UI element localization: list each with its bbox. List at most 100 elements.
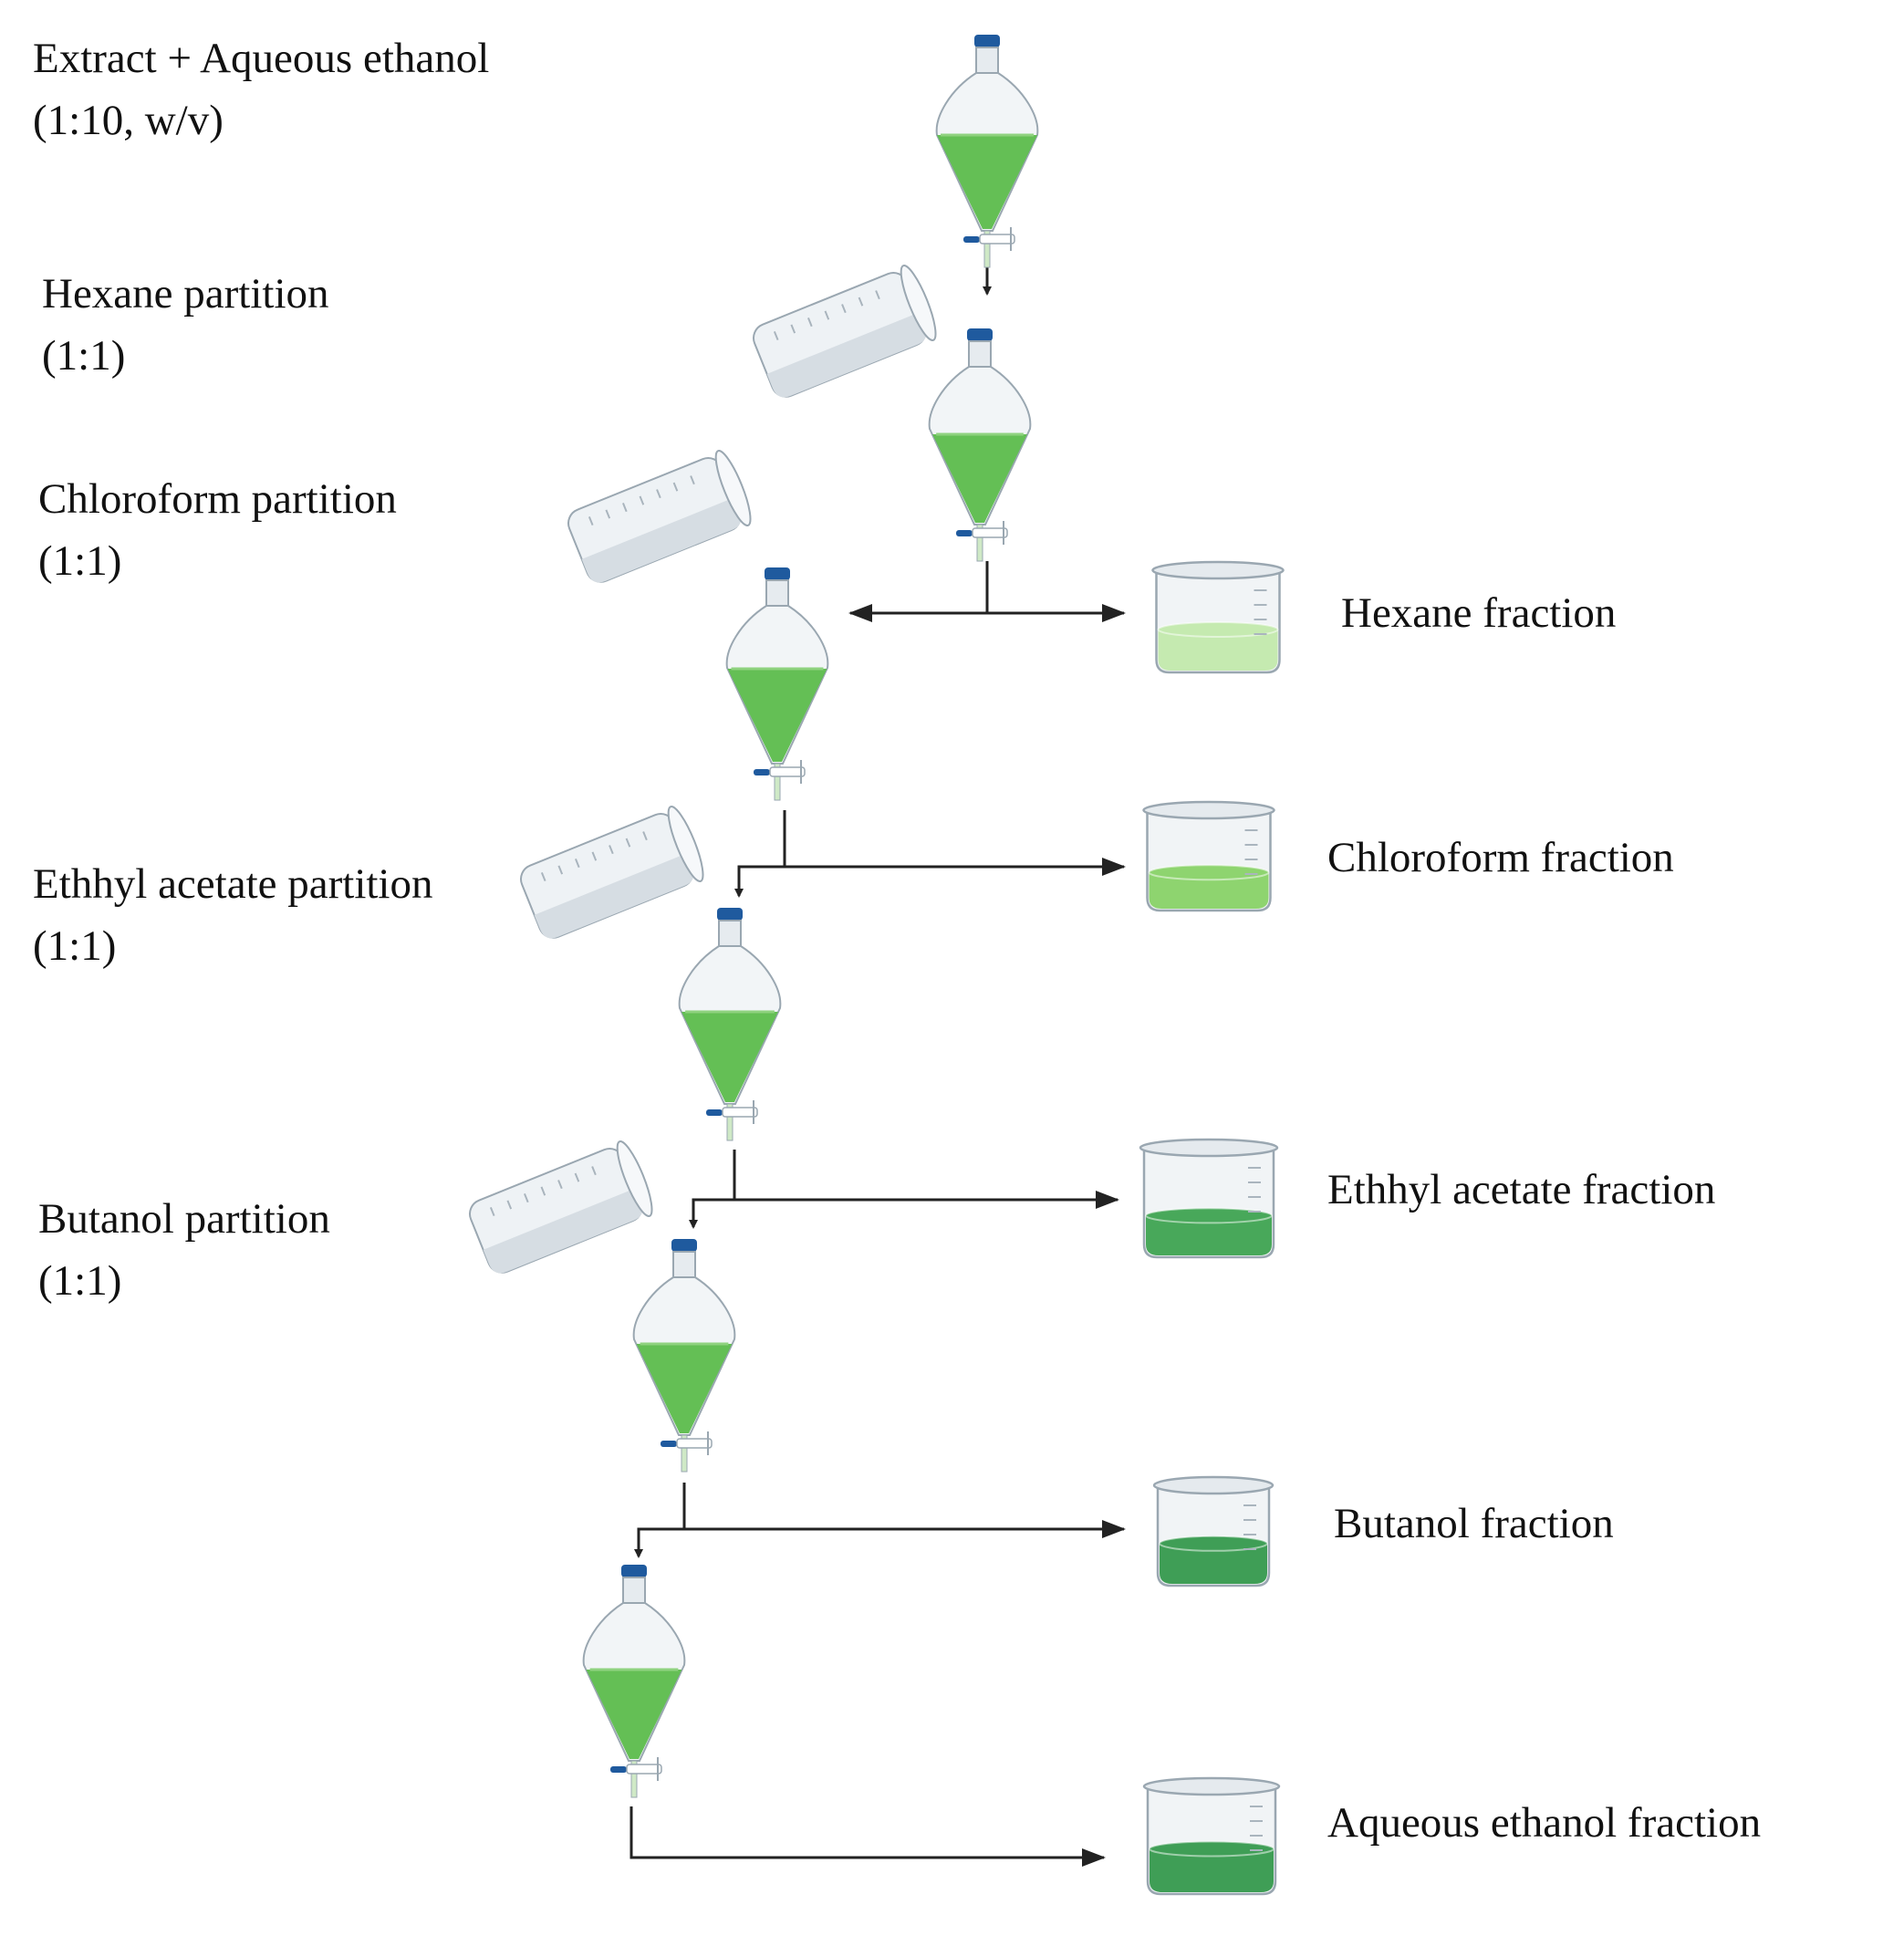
separatory-funnel (725, 567, 829, 801)
step-label-line2: (1:1) (42, 332, 126, 380)
stopcock (676, 1438, 713, 1449)
cylinder-tick (588, 516, 594, 526)
separatory-funnels (582, 35, 1039, 1798)
cylinder-mouth (616, 1140, 653, 1218)
step-label-line1: Extract + Aqueous ethanol (33, 35, 490, 82)
liquid-surface (1148, 864, 1270, 881)
cylinder-tick (625, 838, 631, 848)
stopcock-handle (956, 530, 973, 536)
funnel-liquid (586, 1670, 682, 1759)
beaker-rim (1139, 1138, 1279, 1158)
beaker (1142, 1776, 1281, 1896)
cylinder-tick (605, 509, 611, 519)
stopcock-handle (610, 1766, 627, 1773)
funnel-neck (765, 579, 789, 607)
cylinder-tick (557, 865, 564, 875)
step-label-line1: Chloroform partition (38, 475, 397, 523)
beaker (1142, 800, 1275, 912)
step-label-line1: Butanol partition (38, 1195, 330, 1243)
separatory-funnel (935, 35, 1039, 268)
beaker-rim (1152, 1475, 1275, 1495)
cylinder-tick (489, 1207, 495, 1217)
step-label-extract: Extract + Aqueous ethanol (1:10, w/v) (33, 27, 489, 151)
beaker-rim (1142, 1776, 1281, 1796)
cylinder-liquid (766, 312, 927, 398)
cylinder-tick (642, 831, 648, 841)
cylinder-tick (656, 489, 661, 499)
liquid-surface (1157, 620, 1279, 638)
funnel-liquid (636, 1344, 733, 1433)
cylinder-tick (524, 1193, 529, 1203)
liquid-surface (1159, 1535, 1268, 1552)
cylinder-liquid (483, 1188, 643, 1274)
separatory-funnel (928, 328, 1032, 562)
funnel-stopper (967, 328, 993, 341)
funnel-neck (672, 1251, 696, 1278)
fraction-label-chloroform: Chloroform fraction (1327, 834, 1674, 881)
funnel-liquid (727, 669, 827, 762)
cylinder-tick (557, 1180, 563, 1190)
stopcock-handle (754, 769, 770, 775)
cylinder-tick (790, 324, 796, 334)
arrow-to-final-funnel (634, 1527, 684, 1558)
cylinder-tick (875, 290, 880, 300)
step-label-chloroform: Chloroform partition (1:1) (38, 468, 397, 592)
funnel-stem (726, 1103, 734, 1141)
beaker-liquid (1150, 1848, 1274, 1892)
cylinder-mouth (667, 806, 704, 883)
step-label-line1: Hexane partition (42, 270, 329, 317)
flow-lines (629, 255, 1126, 1867)
graduated-cylinder (753, 265, 937, 398)
cylinder-tick (807, 317, 813, 328)
cylinder-tick (609, 845, 614, 855)
stopcock (722, 1107, 758, 1118)
cylinder-tick (574, 1172, 580, 1182)
beaker-liquid (1149, 872, 1269, 909)
funnel-liquid (932, 434, 1027, 523)
step-label-line2: (1:1) (33, 922, 117, 970)
fraction-label-butanol: Butanol fraction (1334, 1500, 1614, 1547)
funnel-stem (976, 524, 983, 562)
fraction-label-hexane: Hexane fraction (1341, 589, 1617, 637)
stopcock-handle (963, 236, 980, 243)
beaker-liquid (1160, 1543, 1267, 1584)
funnel-stem (774, 763, 781, 801)
funnel-neck (622, 1577, 646, 1604)
separatory-funnel (582, 1565, 686, 1798)
beaker-rim (1142, 800, 1275, 820)
beaker-liquid (1158, 629, 1278, 671)
stopcock (979, 234, 1015, 245)
step-label-line2: (1:1) (38, 537, 122, 585)
liquid-surface (1149, 1840, 1275, 1858)
cylinder-tick (506, 1200, 513, 1210)
cylinder-liquid (581, 497, 742, 583)
cylinder-tick (672, 482, 679, 492)
funnel-neck (718, 920, 742, 947)
stopcock (626, 1764, 662, 1775)
cylinder-liquid (534, 853, 694, 939)
funnel-stopper (671, 1239, 697, 1252)
funnel-stopper (717, 908, 743, 921)
cylinder-tick (540, 1186, 546, 1196)
stopcock (769, 766, 806, 777)
cylinder-tick (690, 475, 695, 485)
arrow-to-ethyl-step (734, 865, 785, 898)
step-label-line2: (1:10, w/v) (33, 97, 224, 144)
step-label-line2: (1:1) (38, 1257, 122, 1305)
fraction-beakers (1139, 560, 1285, 1896)
beaker (1152, 1475, 1275, 1587)
beaker-rim (1151, 560, 1285, 580)
beaker (1139, 1138, 1279, 1259)
cylinder-tick (773, 331, 779, 341)
step-label-ethyl-acetate: Ethhyl acetate partition (1:1) (33, 853, 433, 977)
beaker-liquid (1146, 1215, 1272, 1255)
funnel-stem (983, 230, 991, 268)
liquid-surface (1145, 1207, 1273, 1224)
funnel-stopper (974, 35, 1000, 47)
fraction-label-ethyl-acetate: Ethhyl acetate fraction (1327, 1166, 1716, 1213)
funnel-stem (681, 1434, 688, 1473)
cylinder-tick (591, 1166, 597, 1176)
arrow-to-butanol-step (689, 1198, 734, 1229)
